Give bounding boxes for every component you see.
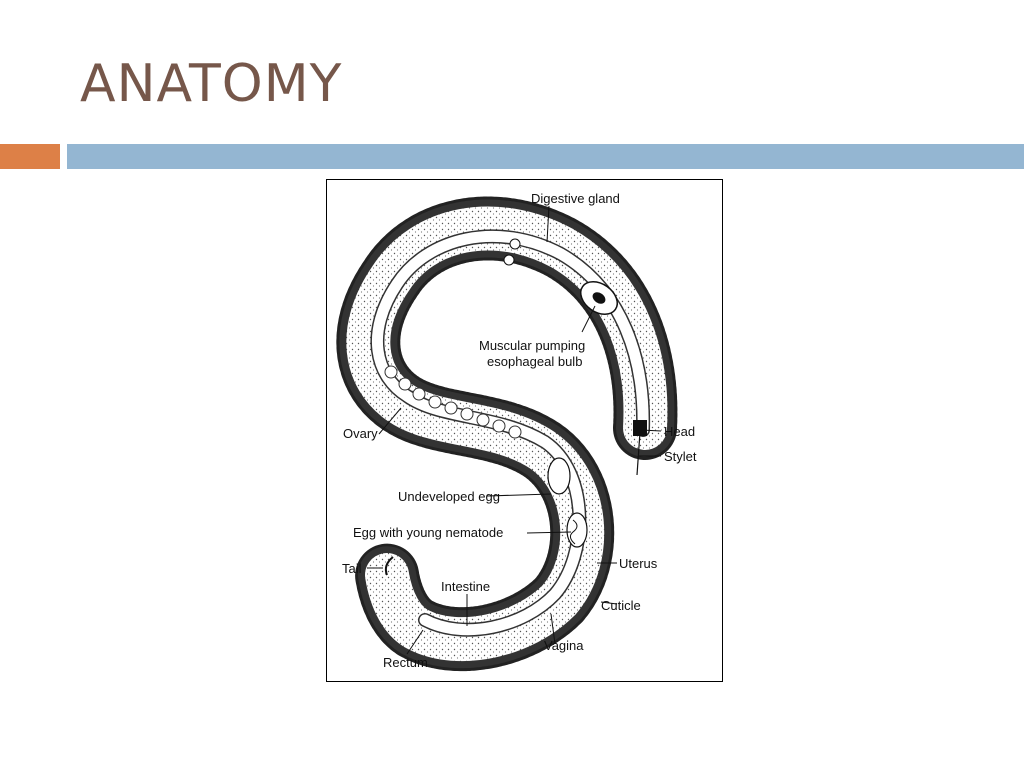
tail (384, 556, 394, 576)
label-muscular-pumping: Muscular pumping (479, 338, 585, 353)
label-uterus: Uterus (619, 556, 658, 571)
leader-lines (367, 205, 662, 655)
label-intestine: Intestine (441, 579, 490, 594)
undeveloped-egg (547, 457, 571, 495)
stylet (636, 431, 641, 476)
accent-bar-blue (67, 144, 1024, 169)
slide-title: ANATOMY (80, 54, 343, 114)
nematode-diagram: Digestive gland Muscular pumping esophag… (336, 191, 697, 672)
label-cuticle: Cuticle (601, 598, 641, 613)
label-head: Head (664, 424, 695, 439)
nematode-anatomy-figure: Digestive gland Muscular pumping esophag… (326, 179, 723, 682)
label-ovary: Ovary (343, 426, 378, 441)
egg-with-young-nematode (566, 512, 588, 548)
label-esophageal-bulb: esophageal bulb (487, 354, 582, 369)
label-vagina: Vagina (544, 638, 584, 653)
digestive-gland (509, 238, 521, 250)
label-digestive-gland: Digestive gland (531, 191, 620, 206)
label-undeveloped-egg: Undeveloped egg (398, 489, 500, 504)
label-tail: Tail (342, 561, 362, 576)
label-rectum: Rectum (383, 655, 428, 670)
ovary-cells (384, 365, 522, 439)
accent-bar-orange (0, 144, 60, 169)
label-stylet: Stylet (664, 449, 697, 464)
label-egg-with-young-nematode: Egg with young nematode (353, 525, 503, 540)
